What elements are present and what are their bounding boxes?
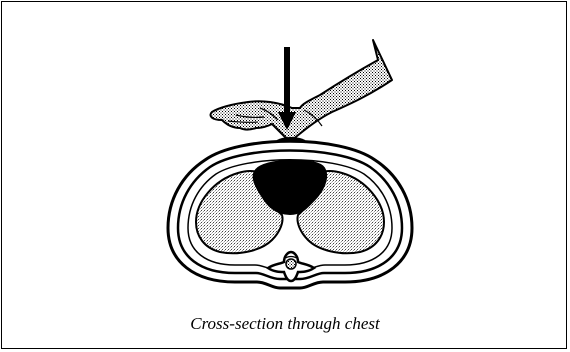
hand-icon <box>210 40 392 140</box>
figure-caption: Cross-section through chest <box>0 314 570 334</box>
